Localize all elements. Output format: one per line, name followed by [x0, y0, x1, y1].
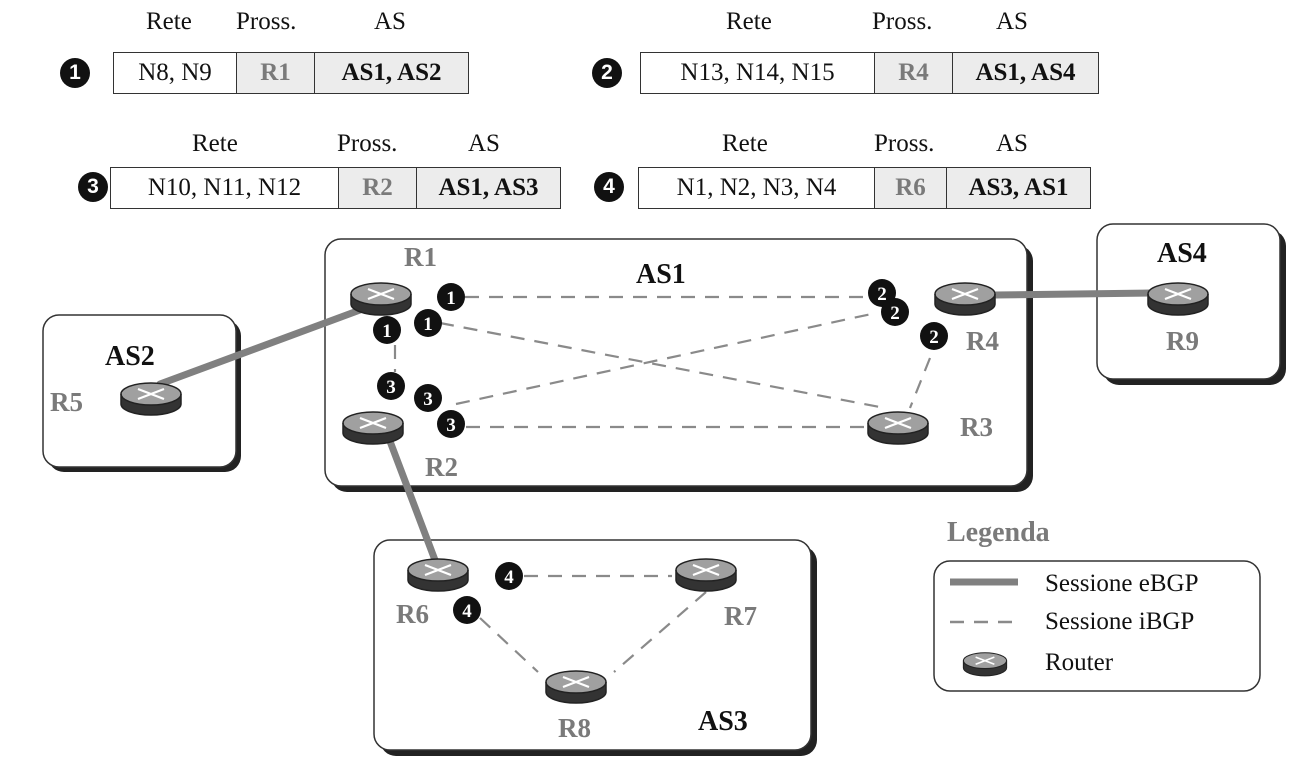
- table-2-next-hop-cell: R4: [875, 53, 953, 93]
- table-3-next-hop-cell: R2: [339, 168, 417, 208]
- as2-label: AS2: [105, 341, 155, 372]
- legend-box: [933, 560, 1261, 692]
- table-4-number-badge: 4: [594, 172, 624, 202]
- table-3-rete-cell: N10, N11, N12: [111, 168, 339, 208]
- ebgp-r5-r1: [156, 306, 364, 388]
- svg-text:4: 4: [504, 567, 514, 588]
- table-3-header-as: AS: [468, 130, 500, 157]
- ibgp-r7-r8: [613, 591, 707, 673]
- router-r2: [341, 410, 405, 446]
- table-3-as-path-cell: AS1, AS3: [417, 168, 560, 208]
- router-r6: [406, 557, 470, 593]
- ibgp-r1-r3: [439, 321, 886, 410]
- as4-label: AS4: [1157, 238, 1207, 269]
- table-1-header-as: AS: [374, 8, 406, 35]
- table-4-header-rete: Rete: [722, 130, 768, 157]
- router-label-r6: R6: [396, 599, 429, 629]
- table-2-row: N13, N14, N15 R4 AS1, AS4: [640, 52, 1099, 94]
- router-r7: [674, 557, 738, 593]
- table-2-header-next: Pross.: [872, 8, 933, 35]
- svg-text:3: 3: [423, 389, 433, 410]
- table-2-number-badge: 2: [592, 58, 622, 88]
- legend-ibgp-label: Sessione iBGP: [1045, 608, 1194, 635]
- ebgp-r4-r9: [991, 289, 1154, 299]
- table-1-as-path-cell: AS1, AS2: [315, 53, 468, 93]
- badge-r2-c: 3: [437, 410, 465, 438]
- router-r3: [866, 410, 930, 446]
- router-label-r7: R7: [724, 601, 757, 631]
- legend-router-label: Router: [1045, 649, 1114, 676]
- svg-text:1: 1: [446, 288, 456, 309]
- badge-r6-b: 4: [453, 596, 481, 624]
- router-label-r3: R3: [960, 412, 993, 442]
- table-3-header-next: Pross.: [337, 130, 398, 157]
- ibgp-r4-r3: [908, 357, 932, 409]
- router-label-r1: R1: [404, 242, 437, 272]
- svg-text:2: 2: [890, 303, 900, 324]
- table-1-next-hop-cell: R1: [237, 53, 315, 93]
- table-2-rete-cell: N13, N14, N15: [641, 53, 875, 93]
- as3-label: AS3: [698, 706, 748, 737]
- badge-r2-b: 3: [414, 384, 442, 412]
- router-r8: [544, 669, 608, 705]
- router-label-r5: R5: [50, 387, 83, 417]
- table-3-number-badge: 3: [78, 172, 108, 202]
- router-r9: [1146, 281, 1210, 317]
- legend-title: Legenda: [947, 517, 1050, 548]
- table-1-row: N8, N9 R1 AS1, AS2: [113, 52, 469, 94]
- ebgp-r2-r6: [384, 432, 442, 572]
- router-r5: [119, 381, 183, 417]
- router-label-r4: R4: [966, 326, 999, 356]
- badge-r1-c: 1: [373, 316, 401, 344]
- badge-r6-a: 4: [495, 562, 523, 590]
- table-1-rete-cell: N8, N9: [114, 53, 237, 93]
- table-1-number-badge: 1: [60, 58, 90, 88]
- table-1-header-rete: Rete: [146, 8, 192, 35]
- badge-r2-a: 3: [377, 372, 405, 400]
- badge-r1-a: 1: [437, 283, 465, 311]
- table-4-header-next: Pross.: [874, 130, 935, 157]
- as1-label: AS1: [636, 259, 686, 290]
- table-3-header-rete: Rete: [192, 130, 238, 157]
- badge-r4-b: 2: [881, 298, 909, 326]
- table-4-rete-cell: N1, N2, N3, N4: [639, 168, 875, 208]
- router-r1: [349, 281, 413, 317]
- svg-text:2: 2: [877, 284, 887, 305]
- svg-text:3: 3: [446, 415, 456, 436]
- router-label-r9: R9: [1166, 326, 1199, 356]
- svg-text:1: 1: [423, 314, 433, 335]
- svg-text:3: 3: [386, 377, 396, 398]
- router-label-r2: R2: [425, 452, 458, 482]
- table-2-as-path-cell: AS1, AS4: [953, 53, 1098, 93]
- router-r4: [933, 281, 997, 317]
- table-4-header-as: AS: [996, 130, 1028, 157]
- table-3-row: N10, N11, N12 R2 AS1, AS3: [110, 167, 561, 209]
- ibgp-r6-r8: [479, 617, 539, 673]
- table-4-row: N1, N2, N3, N4 R6 AS3, AS1: [638, 167, 1091, 209]
- table-2-header-rete: Rete: [726, 8, 772, 35]
- svg-text:4: 4: [462, 601, 472, 622]
- svg-text:2: 2: [929, 327, 939, 348]
- table-1-header-next: Pross.: [236, 8, 297, 35]
- badge-r1-b: 1: [414, 309, 442, 337]
- as3-box: [373, 539, 817, 756]
- table-4-as-path-cell: AS3, AS1: [947, 168, 1090, 208]
- legend-ebgp-label: Sessione eBGP: [1045, 570, 1198, 597]
- table-4-next-hop-cell: R6: [875, 168, 947, 208]
- legend-router-icon: [962, 651, 1008, 677]
- router-label-r8: R8: [558, 713, 591, 743]
- svg-text:1: 1: [382, 321, 392, 342]
- badge-r4-c: 2: [920, 322, 948, 350]
- table-2-header-as: AS: [996, 8, 1028, 35]
- legend: Legenda Sessione eBGP Sessione iBGP Rout…: [933, 517, 1261, 692]
